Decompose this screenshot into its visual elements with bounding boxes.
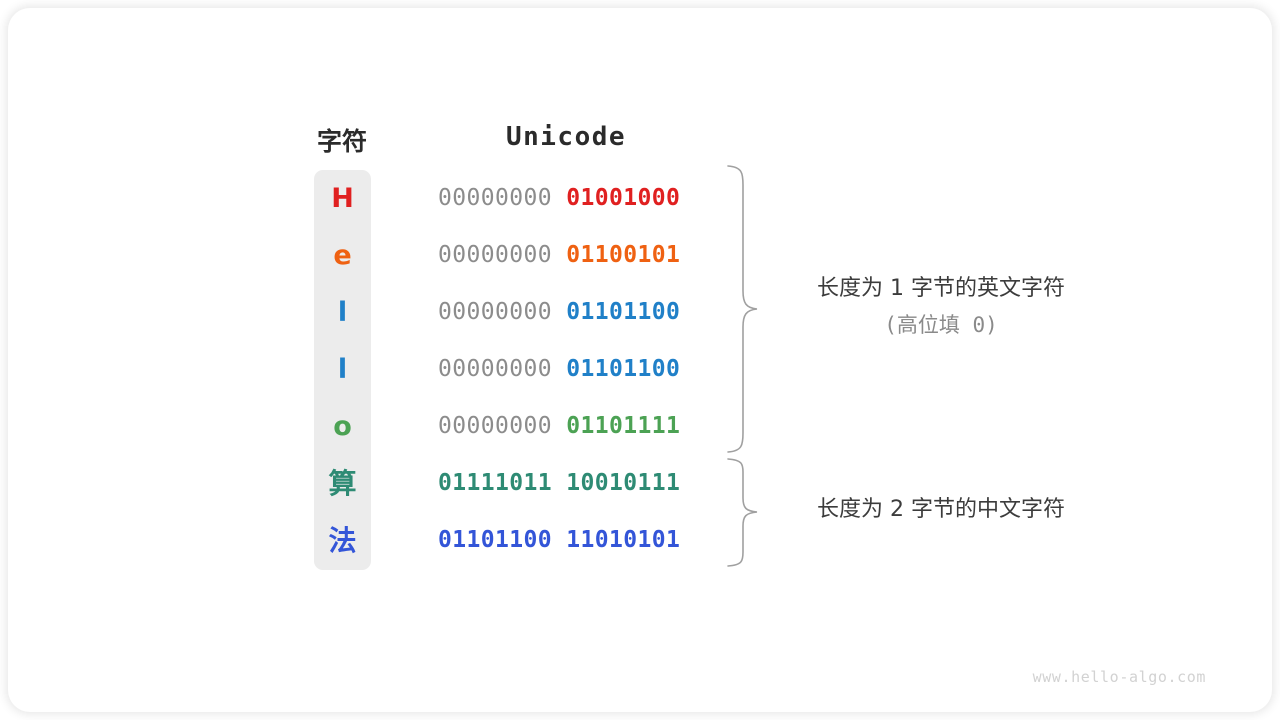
unicode-bits-cell: 01101100 11010101 [438,512,694,569]
low-byte-bits: 01101100 [566,299,681,325]
unicode-bits-cell: 00000000 01101100 [438,341,694,398]
column-header-unicode: Unicode [505,122,627,152]
character-cell: l [337,297,348,328]
annotation-two-byte: 长度为 2 字节的中文字符 [776,492,1106,528]
low-byte-bits: 11010101 [566,527,681,553]
high-byte-bits: 00000000 [438,413,552,439]
unicode-bits-cell: 00000000 01100101 [438,227,694,284]
character-cell: l [337,354,348,385]
character-cell: o [333,411,352,442]
character-column-background [314,170,371,570]
brace-two-byte [727,458,758,567]
character-cell: H [331,183,354,214]
high-byte-bits: 00000000 [438,356,552,382]
high-byte-bits: 01111011 [438,470,552,496]
low-byte-bits: 01100101 [566,242,681,268]
high-byte-bits: 00000000 [438,299,552,325]
character-cell: e [333,240,352,271]
low-byte-bits: 10010111 [566,470,681,496]
watermark-url: www.hello-algo.com [1032,668,1206,686]
character-cell: 算 [328,467,357,500]
unicode-bits-cell: 01111011 10010111 [438,455,694,512]
column-header-character: 字符 [316,128,367,156]
annotation-one-byte-sub: (高位填 0) [884,313,998,337]
character-cell: 法 [328,524,357,557]
high-byte-bits: 01101100 [438,527,552,553]
unicode-bits-cell: 00000000 01101111 [438,398,694,455]
high-byte-bits: 00000000 [438,242,552,268]
brace-one-byte [727,165,758,453]
low-byte-bits: 01001000 [566,185,681,211]
annotation-two-byte-main: 长度为 2 字节的中文字符 [817,497,1065,522]
low-byte-bits: 01101100 [566,356,681,382]
annotation-one-byte-main: 长度为 1 字节的英文字符 [817,276,1065,301]
low-byte-bits: 01101111 [566,413,681,439]
unicode-bits-cell: 00000000 01001000 [438,170,694,227]
unicode-bits-cell: 00000000 01101100 [438,284,694,341]
annotation-one-byte: 长度为 1 字节的英文字符 (高位填 0) [776,271,1106,343]
diagram-card: 字符 Unicode H 00000000 01001000 e 00000000 0… [8,8,1272,712]
high-byte-bits: 00000000 [438,185,552,211]
